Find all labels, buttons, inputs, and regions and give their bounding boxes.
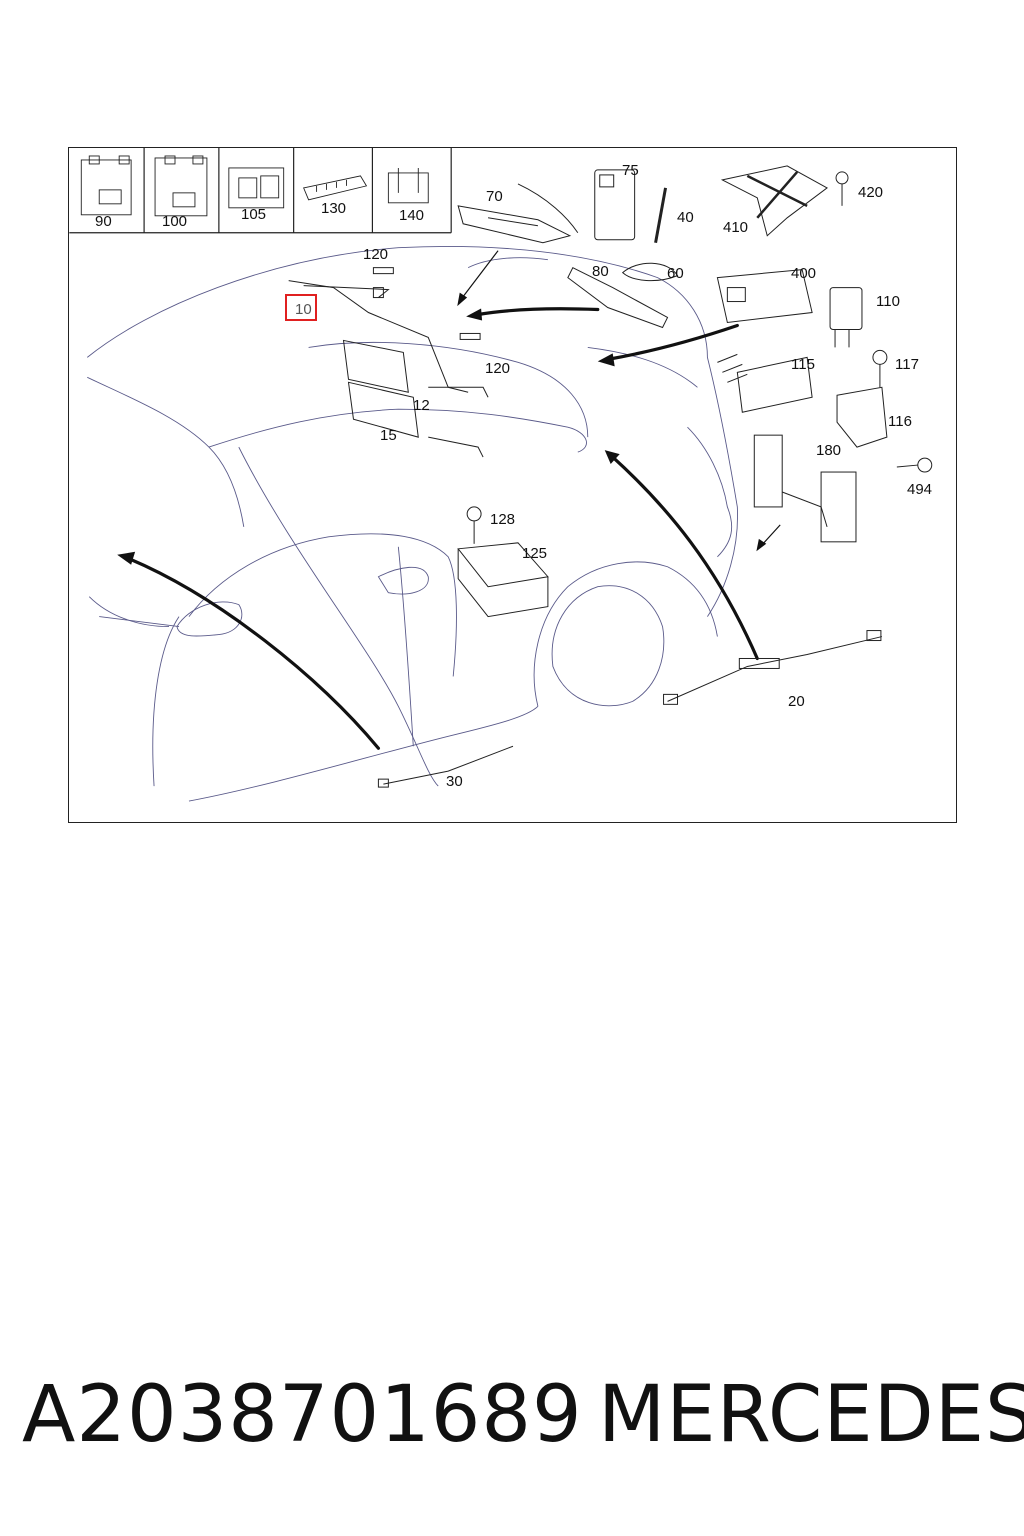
footer: A2038701689 MERCEDES — [0, 1370, 1024, 1480]
thumbnail-label-90: 90 — [95, 213, 112, 230]
part-label-30: 30 — [446, 773, 463, 790]
thumbnail-label-140: 140 — [399, 207, 425, 224]
part-label-20: 20 — [788, 693, 805, 710]
part-label-115: 115 — [791, 356, 815, 373]
brand-name: MERCEDES — [598, 1370, 1024, 1460]
part-label-15: 15 — [380, 427, 397, 444]
part-label-80: 80 — [592, 263, 609, 280]
part-label-116: 116 — [888, 413, 912, 430]
part-label-400: 400 — [791, 265, 817, 282]
part-label-128: 128 — [490, 511, 516, 528]
part-label-180: 180 — [816, 442, 842, 459]
parts-diagram: 90 100 105 130 140 70 75 40 410 420 80 6… — [68, 147, 957, 823]
part-label-110: 110 — [876, 293, 900, 310]
part-label-12: 12 — [413, 397, 430, 414]
part-label-10-highlighted[interactable]: 10 — [285, 294, 317, 321]
part-label-120-bottom: 120 — [485, 360, 511, 377]
part-label-117: 117 — [895, 356, 919, 373]
part-label-40: 40 — [677, 209, 694, 226]
part-label-75: 75 — [622, 162, 639, 179]
part-label-494: 494 — [907, 481, 933, 498]
part-label-420: 420 — [858, 184, 884, 201]
part-label-125: 125 — [522, 545, 548, 562]
part-label-60: 60 — [667, 265, 684, 282]
thumbnail-label-130: 130 — [321, 200, 347, 217]
car-outline-drawing — [69, 148, 933, 802]
part-number: A2038701689 — [22, 1370, 583, 1460]
part-label-410: 410 — [723, 219, 749, 236]
thumbnail-label-105: 105 — [241, 206, 267, 223]
part-label-120-top: 120 — [363, 246, 389, 263]
part-label-70: 70 — [486, 188, 503, 205]
thumbnail-label-100: 100 — [162, 213, 188, 230]
